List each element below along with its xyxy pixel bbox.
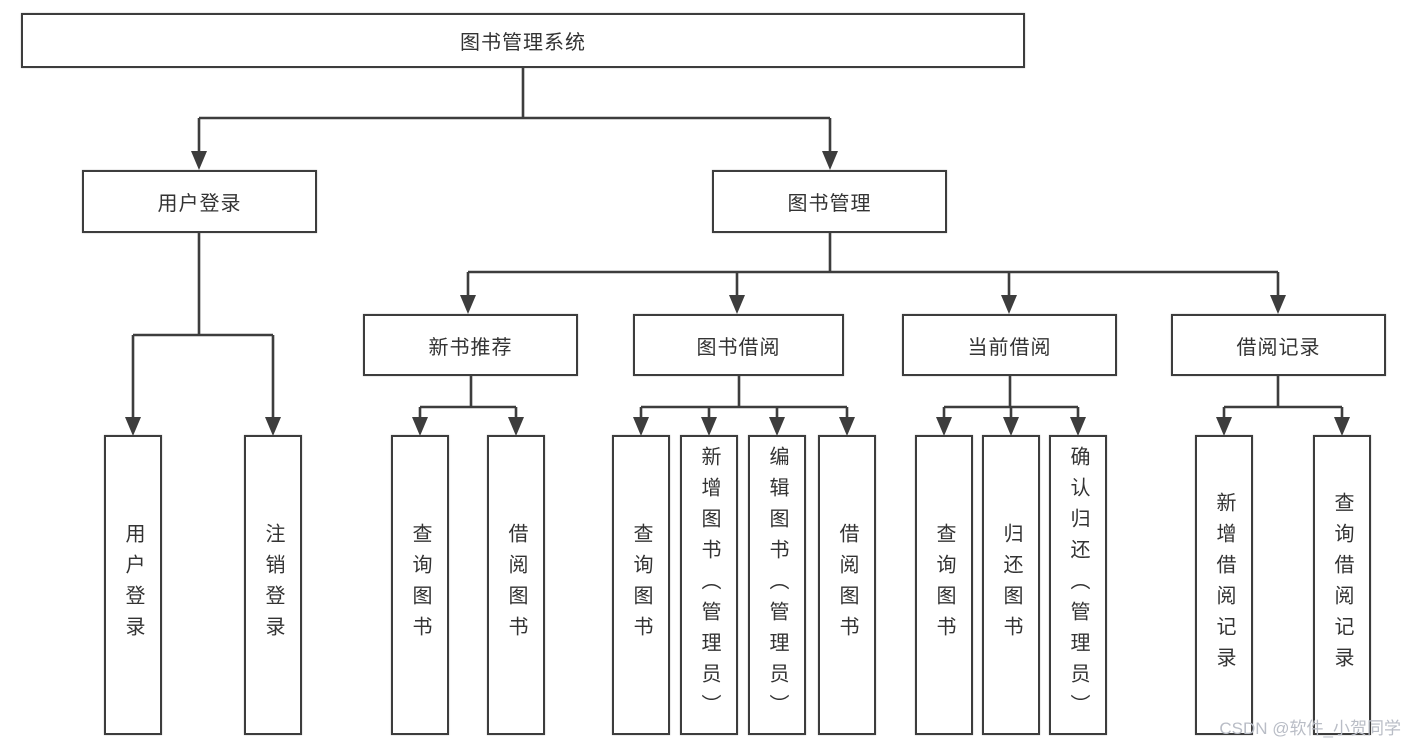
arrow-down-icon xyxy=(1003,417,1019,436)
node-label: 借阅记录 xyxy=(1236,336,1321,359)
node-label: 查询图书 xyxy=(933,523,955,647)
node-leaf-user-login: 用户登录 xyxy=(104,435,162,735)
arrow-down-icon xyxy=(1216,417,1232,436)
node-leaf-add-borrow-record: 新增借阅记录 xyxy=(1195,435,1253,735)
node-book-management: 图书管理 xyxy=(712,170,947,233)
node-label: 注销登录 xyxy=(262,523,284,647)
arrow-down-icon xyxy=(191,151,207,170)
node-leaf-return-books: 归还图书 xyxy=(982,435,1040,735)
node-label: 查询图书 xyxy=(630,523,652,647)
arrow-down-icon xyxy=(839,417,855,436)
arrow-down-icon xyxy=(1001,295,1017,314)
node-leaf-add-books-admin: 新增图书（管理员） xyxy=(680,435,738,735)
node-label: 确认归还（管理员） xyxy=(1067,445,1089,725)
node-leaf-query-books-recommend: 查询图书 xyxy=(391,435,449,735)
node-leaf-borrow-books-recommend: 借阅图书 xyxy=(487,435,545,735)
watermark: CSDN @软件_小贺同学 xyxy=(1219,719,1401,738)
node-label: 图书借阅 xyxy=(696,336,781,359)
arrow-down-icon xyxy=(822,151,838,170)
connector-paths xyxy=(131,68,1344,421)
arrow-down-icon xyxy=(460,295,476,314)
node-label: 新增借阅记录 xyxy=(1213,492,1235,678)
arrow-down-icon xyxy=(265,417,281,436)
arrow-down-icon xyxy=(633,417,649,436)
node-new-book-recommend: 新书推荐 xyxy=(363,314,578,376)
node-label: 新增图书（管理员） xyxy=(698,445,720,725)
node-label: 图书管理 xyxy=(787,193,872,215)
arrow-down-icon xyxy=(1270,295,1286,314)
arrow-down-icon xyxy=(1334,417,1350,436)
node-leaf-logout: 注销登录 xyxy=(244,435,302,735)
node-leaf-confirm-return-admin: 确认归还（管理员） xyxy=(1049,435,1107,735)
arrow-down-icons xyxy=(125,151,1350,436)
arrow-down-icon xyxy=(412,417,428,436)
node-label: 编辑图书（管理员） xyxy=(766,445,788,725)
node-user-login-branch: 用户登录 xyxy=(82,170,317,233)
node-leaf-query-books-borrow: 查询图书 xyxy=(612,435,670,735)
arrow-down-icon xyxy=(125,417,141,436)
node-label: 归还图书 xyxy=(1000,523,1022,647)
node-label: 新书推荐 xyxy=(428,336,513,359)
node-label: 用户登录 xyxy=(157,193,242,215)
arrow-down-icon xyxy=(769,417,785,436)
node-leaf-query-borrow-record: 查询借阅记录 xyxy=(1313,435,1371,735)
node-book-borrow: 图书借阅 xyxy=(633,314,844,376)
node-label: 查询借阅记录 xyxy=(1331,492,1353,678)
node-label: 当前借阅 xyxy=(967,336,1052,359)
node-borrow-records: 借阅记录 xyxy=(1171,314,1386,376)
node-label: 借阅图书 xyxy=(505,523,527,647)
arrow-down-icon xyxy=(508,417,524,436)
arrow-down-icon xyxy=(1070,417,1086,436)
arrow-down-icon xyxy=(729,295,745,314)
node-root-system: 图书管理系统 xyxy=(21,13,1025,68)
arrow-down-icon xyxy=(936,417,952,436)
node-label: 用户登录 xyxy=(122,523,144,647)
node-label: 借阅图书 xyxy=(836,523,858,647)
node-leaf-edit-books-admin: 编辑图书（管理员） xyxy=(748,435,806,735)
node-label: 图书管理系统 xyxy=(460,32,586,54)
node-leaf-borrow-books: 借阅图书 xyxy=(818,435,876,735)
arrow-down-icon xyxy=(701,417,717,436)
node-leaf-query-books-current: 查询图书 xyxy=(915,435,973,735)
node-current-borrow: 当前借阅 xyxy=(902,314,1117,376)
node-label: 查询图书 xyxy=(409,523,431,647)
